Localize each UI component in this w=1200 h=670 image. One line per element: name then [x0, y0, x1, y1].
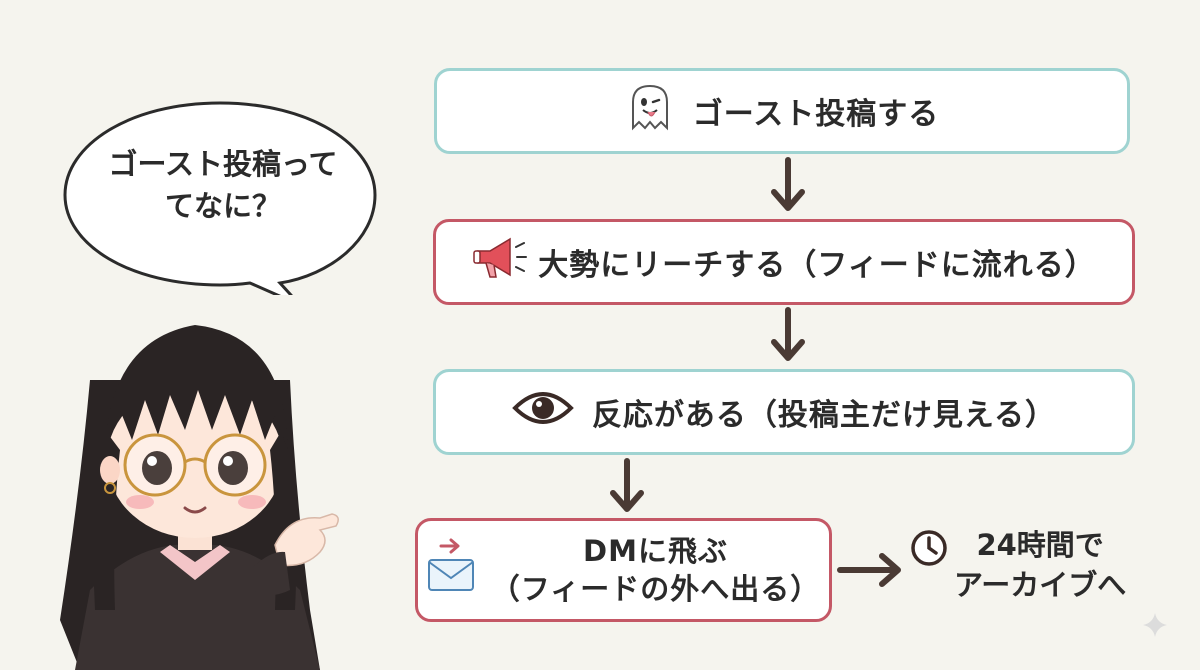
down-arrow-1	[771, 157, 805, 211]
flow-step-1-label: ゴースト投稿する	[692, 97, 940, 132]
speech-bubble	[63, 101, 377, 295]
flow-step-reach-many: 大勢にリーチする（フィードに流れる）	[433, 219, 1135, 305]
speech-bubble-line-1: ゴースト投稿って	[108, 147, 338, 181]
down-arrow-2	[771, 307, 805, 361]
speech-bubble-text: ゴースト投稿って てなに？	[78, 143, 368, 227]
clock-icon	[910, 529, 948, 577]
flow-step-4-text: DMに飛ぶ （フィードの外へ出る）	[491, 532, 820, 608]
ghost-icon	[625, 82, 675, 140]
down-arrow-3	[610, 458, 644, 512]
flow-step-3-label: 反応がある（投稿主だけ見える）	[591, 398, 1057, 433]
flow-step-ghost-post: ゴースト投稿する	[434, 68, 1130, 154]
speech-bubble-line-2: てなに？	[164, 189, 281, 223]
megaphone-icon	[472, 233, 528, 291]
right-arrow	[837, 553, 901, 587]
flow-result-archive: 24時間で アーカイブへ	[910, 525, 1150, 605]
sparkle-icon	[1143, 613, 1167, 637]
flow-result-line-1: 24時間で	[976, 528, 1104, 562]
eye-icon	[512, 388, 574, 436]
flow-step-4-line-1: DMに飛ぶ	[583, 534, 728, 568]
flow-step-dm: DMに飛ぶ （フィードの外へ出る）	[415, 518, 832, 622]
flow-result-line-2: アーカイブへ	[954, 568, 1127, 602]
envelope-arrow-icon	[427, 538, 477, 602]
flow-step-4-line-2: （フィードの外へ出る）	[490, 572, 821, 606]
flow-step-reaction: 反応がある（投稿主だけ見える）	[433, 369, 1135, 455]
girl-character-illustration	[60, 325, 339, 670]
flow-result-text: 24時間で アーカイブへ	[954, 525, 1126, 605]
flow-step-2-label: 大勢にリーチする（フィードに流れる）	[538, 248, 1096, 283]
